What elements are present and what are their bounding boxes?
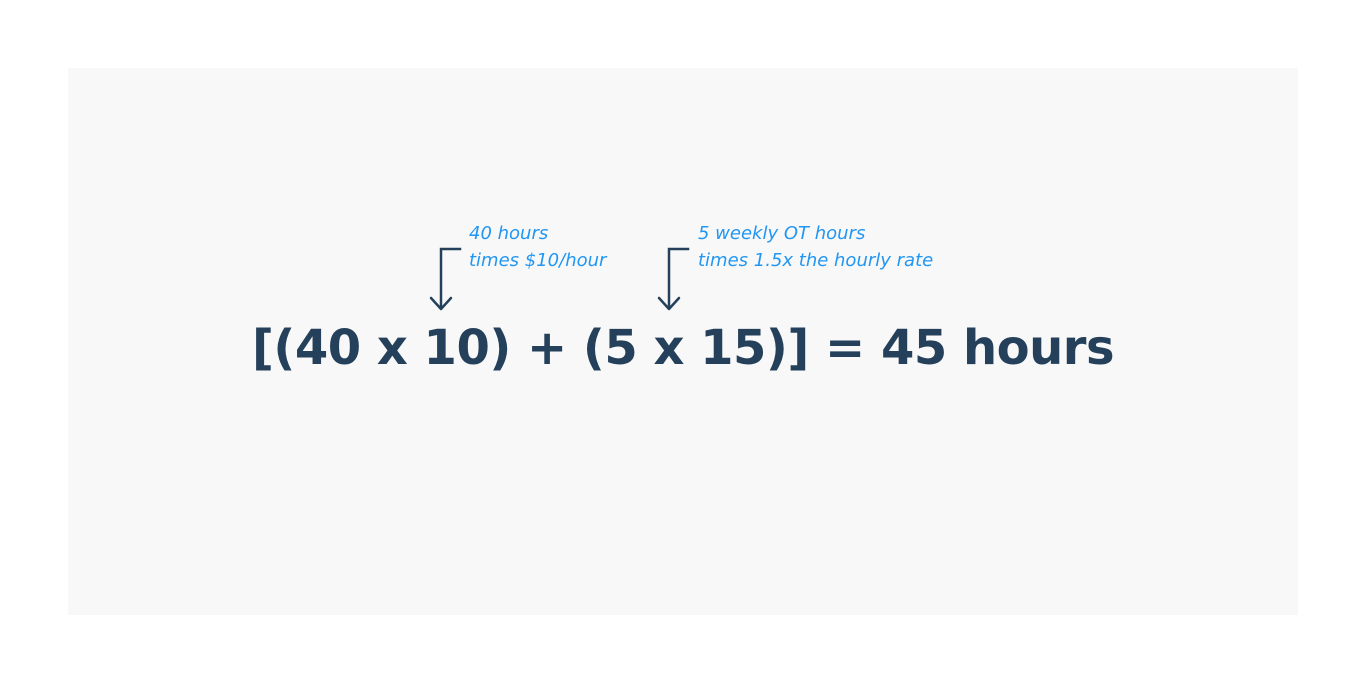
annotation-overtime-hours-line2: times 1.5x the hourly rate — [698, 250, 934, 271]
annotation-overtime-hours-line1: 5 weekly OT hours — [698, 223, 866, 244]
annotation-regular-hours-line2: times $10/hour — [469, 250, 607, 271]
arrow-down-icon — [657, 247, 690, 311]
annotation-overtime-hours: 5 weekly OT hours times 1.5x the hourly … — [698, 220, 933, 274]
annotation-regular-hours: 40 hours times $10/hour — [469, 220, 606, 274]
background-panel — [68, 68, 1298, 615]
arrow-down-icon — [429, 247, 462, 311]
formula-text: [(40 x 10) + (5 x 15)] = 45 hours — [251, 320, 1115, 376]
annotation-regular-hours-line1: 40 hours — [469, 223, 549, 244]
